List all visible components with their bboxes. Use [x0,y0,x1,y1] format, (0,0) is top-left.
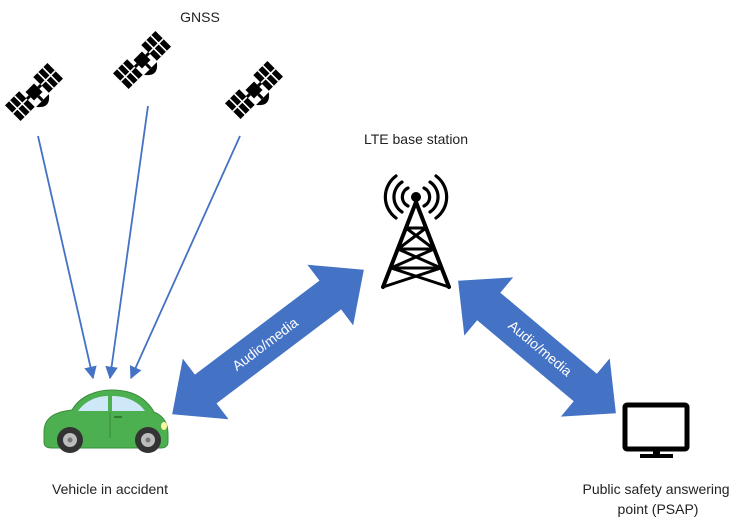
gnss-signal-line [37,135,97,380]
vehicle-label: Vehicle in accident [52,481,168,497]
psap-label: Public safety answering point (PSAP) [583,481,734,517]
monitor-icon [622,402,690,458]
audio-media-link-left: Audio/media [172,264,364,420]
gnss-signal-line [105,105,149,380]
psap-label-line2: point (PSAP) [618,501,699,517]
gnss-signal-line [129,135,241,380]
satellite-icon [112,30,177,95]
satellite-icon [224,60,289,125]
car-icon [43,389,169,453]
psap-label-line1: Public safety answering [583,481,730,497]
satellite-icon [4,62,69,127]
gnss-signals [37,105,241,380]
gnss-label: GNSS [180,9,220,25]
cell-tower-icon [381,174,451,289]
double-arrow [458,277,616,417]
double-arrow [172,264,364,420]
audio-media-link-right: Audio/media [458,277,616,417]
lte-label: LTE base station [364,131,468,147]
